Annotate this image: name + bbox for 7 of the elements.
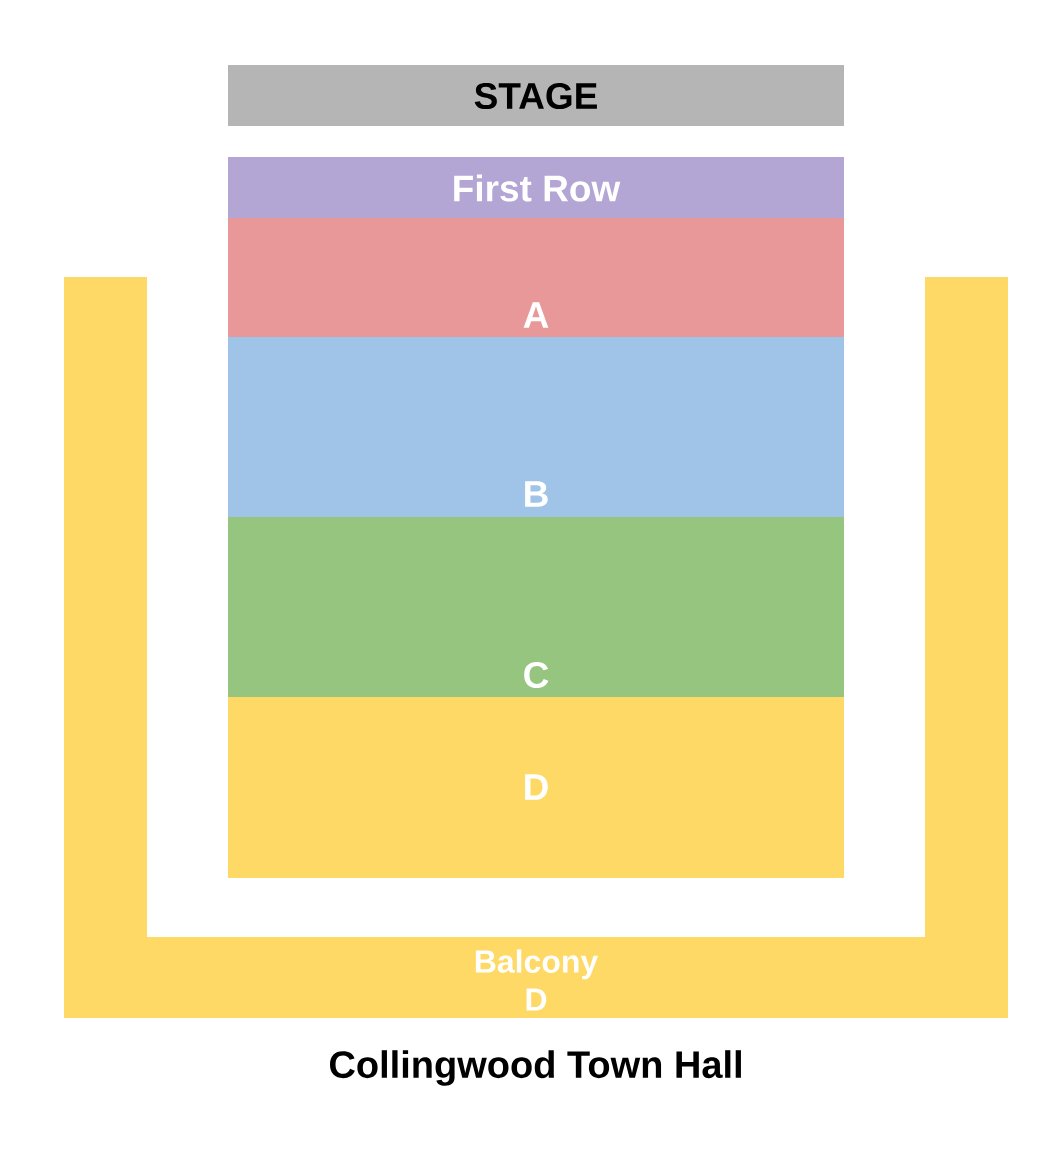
seating-section: C	[228, 517, 844, 697]
venue-title: Collingwood Town Hall	[330, 1050, 741, 1086]
seating-section: D	[228, 697, 844, 878]
seating-section: First Row	[228, 157, 844, 218]
seating-section: B	[228, 337, 844, 517]
stage-block: STAGE	[228, 65, 844, 126]
seating-section: A	[228, 218, 844, 337]
